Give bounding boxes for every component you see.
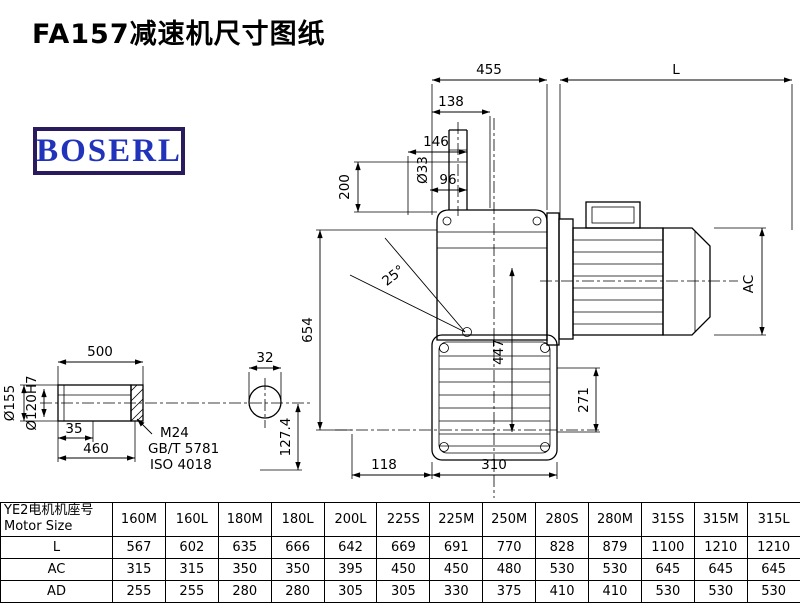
- dim-447: 447: [491, 339, 507, 365]
- dim-diameter-120H7: Ø120H7: [24, 375, 40, 430]
- cell: 315: [165, 558, 218, 580]
- dimension-table: YE2电机机座号 Motor Size 160M 160L 180M 180L …: [0, 502, 800, 603]
- cell: 315: [113, 558, 166, 580]
- cell: 1100: [641, 536, 694, 558]
- cell: 375: [483, 580, 536, 602]
- cell: 645: [694, 558, 747, 580]
- cell: 450: [430, 558, 483, 580]
- cell: 602: [165, 536, 218, 558]
- cell: 669: [377, 536, 430, 558]
- extension-lines: [20, 84, 792, 479]
- table-row-AD: AD 255 255 280 280 305 305 330 375 410 4…: [1, 580, 800, 602]
- row-label-L: L: [1, 536, 113, 558]
- cell: 530: [694, 580, 747, 602]
- dim-200: 200: [337, 174, 353, 200]
- cell: 410: [589, 580, 642, 602]
- col-header-200L: 200L: [324, 503, 377, 537]
- cell: 666: [271, 536, 324, 558]
- col-header-160M: 160M: [113, 503, 166, 537]
- dim-AC: AC: [741, 275, 757, 293]
- cell: 280: [218, 580, 271, 602]
- cell: 828: [536, 536, 589, 558]
- col-header-315M: 315M: [694, 503, 747, 537]
- label-M24: M24: [160, 425, 189, 441]
- dim-146: 146: [423, 134, 449, 150]
- row-label-AC: AC: [1, 558, 113, 580]
- dim-138: 138: [438, 94, 464, 110]
- col-header-225M: 225M: [430, 503, 483, 537]
- dim-310: 310: [481, 457, 507, 473]
- cell: 480: [483, 558, 536, 580]
- cell: 450: [377, 558, 430, 580]
- cell: 691: [430, 536, 483, 558]
- cell: 642: [324, 536, 377, 558]
- row-label-AD: AD: [1, 580, 113, 602]
- cell: 280: [271, 580, 324, 602]
- centerlines: [40, 118, 738, 498]
- dim-654: 654: [300, 317, 316, 343]
- cell: 530: [589, 558, 642, 580]
- cell: 1210: [747, 536, 800, 558]
- motor-size-header-cn: YE2电机机座号: [4, 503, 112, 519]
- col-header-225S: 225S: [377, 503, 430, 537]
- col-header-315S: 315S: [641, 503, 694, 537]
- label-ISO-4018: ISO 4018: [150, 457, 212, 473]
- cell: 530: [747, 580, 800, 602]
- cell: 530: [536, 558, 589, 580]
- cell: 350: [218, 558, 271, 580]
- dim-460: 460: [83, 441, 109, 457]
- dim-127-4: 127.4: [278, 418, 294, 457]
- cell: 645: [747, 558, 800, 580]
- dim-118: 118: [371, 457, 397, 473]
- cell: 770: [483, 536, 536, 558]
- table-row-L: L 567 602 635 666 642 669 691 770 828 87…: [1, 536, 800, 558]
- table-header-row: YE2电机机座号 Motor Size 160M 160L 180M 180L …: [1, 503, 800, 537]
- cell: 879: [589, 536, 642, 558]
- col-header-315L: 315L: [747, 503, 800, 537]
- cell: 255: [113, 580, 166, 602]
- col-header-180M: 180M: [218, 503, 271, 537]
- dim-diameter-155: Ø155: [2, 385, 18, 421]
- dimension-lines: [24, 80, 792, 475]
- col-header-250M: 250M: [483, 503, 536, 537]
- dim-271: 271: [576, 387, 592, 413]
- cell: 330: [430, 580, 483, 602]
- cell: 567: [113, 536, 166, 558]
- col-header-280S: 280S: [536, 503, 589, 537]
- cell: 530: [641, 580, 694, 602]
- cell: 645: [641, 558, 694, 580]
- cell: 395: [324, 558, 377, 580]
- col-header-280M: 280M: [589, 503, 642, 537]
- cell: 305: [377, 580, 430, 602]
- label-GBT-5781: GB/T 5781: [148, 441, 219, 457]
- motor-size-header-en: Motor Size: [4, 519, 112, 535]
- col-header-160L: 160L: [165, 503, 218, 537]
- dim-455: 455: [476, 62, 502, 78]
- dim-35: 35: [65, 421, 82, 437]
- col-header-180L: 180L: [271, 503, 324, 537]
- cell: 350: [271, 558, 324, 580]
- cell: 1210: [694, 536, 747, 558]
- dim-L: L: [672, 62, 680, 78]
- cell: 255: [165, 580, 218, 602]
- dimension-drawing: 455 L 138 146 96 Ø33 200 654 25° 447 AC …: [0, 0, 800, 502]
- cell: 410: [536, 580, 589, 602]
- dim-32: 32: [256, 350, 273, 366]
- dim-500: 500: [87, 344, 113, 360]
- motor-size-header: YE2电机机座号 Motor Size: [1, 503, 113, 537]
- dim-96: 96: [439, 172, 456, 188]
- dim-angle-25: 25°: [379, 262, 408, 289]
- cell: 305: [324, 580, 377, 602]
- table-row-AC: AC 315 315 350 350 395 450 450 480 530 5…: [1, 558, 800, 580]
- motor: [547, 202, 710, 345]
- cell: 635: [218, 536, 271, 558]
- dim-diameter-33: Ø33: [415, 156, 431, 184]
